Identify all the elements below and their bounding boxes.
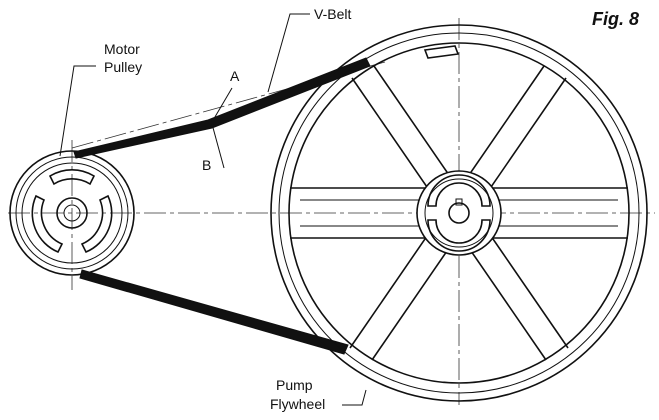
leaders [59, 13, 367, 406]
point-b-leader [211, 123, 225, 169]
v-belt-label: V-Belt [314, 6, 351, 22]
v-belt-leader [267, 13, 310, 93]
flywheel-groove [278, 32, 640, 394]
flywheel-bore [448, 202, 470, 224]
motor-pulley-outer-rim [9, 150, 135, 276]
flywheel-rim-notch [423, 45, 460, 59]
figure-label: Fig. 8 [592, 9, 639, 29]
motor-pulley-slot-top [48, 169, 96, 186]
pump-flywheel-leader [342, 389, 367, 406]
motor-pulley-slot-left [31, 194, 64, 254]
motor-pulley-bore [63, 204, 81, 222]
motor-pulley-inner-rim [21, 162, 123, 264]
flywheel-keyway [455, 198, 463, 206]
pump-flywheel-label-line2: Flywheel [270, 396, 325, 412]
motor-pulley-leader [59, 65, 96, 157]
motor-pulley [9, 150, 135, 276]
point-a-leader [211, 87, 233, 123]
pump-flywheel [270, 24, 648, 402]
flywheel-hub-inner [424, 178, 494, 248]
motor-pulley-label-line1: Motor [104, 41, 140, 57]
flywheel-hub-slot-top [427, 174, 491, 207]
motor-pulley-slot-right [80, 194, 113, 254]
flywheel-hub-slot-bottom [427, 219, 491, 252]
flywheel-outer-rim [270, 24, 648, 402]
v-belt-lower-run [79, 269, 349, 355]
v-belt [73, 57, 371, 355]
flywheel-hub-outer [416, 170, 502, 256]
pump-flywheel-label-line1: Pump [276, 377, 313, 393]
centerlines [8, 18, 655, 405]
motor-pulley-hub [56, 197, 88, 229]
motor-pulley-label-line2: Pulley [104, 59, 142, 75]
belt-tangent-line [71, 61, 386, 149]
point-b-label: B [202, 157, 211, 173]
motor-pulley-groove [15, 156, 129, 270]
flywheel-inner-rim [288, 42, 630, 384]
v-belt-upper-run [73, 57, 371, 159]
point-a-label: A [230, 68, 240, 84]
